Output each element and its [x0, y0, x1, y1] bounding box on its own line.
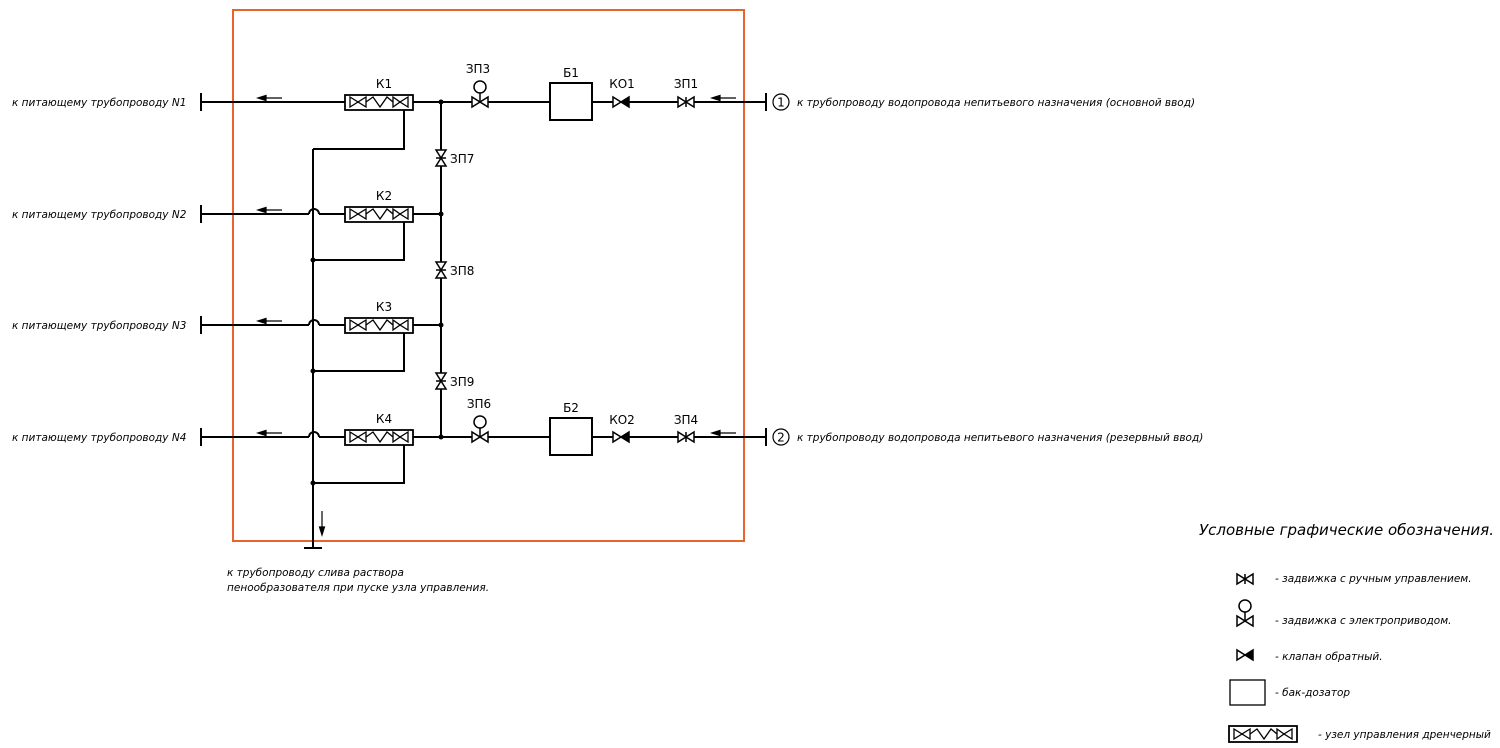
outlet-note-2: к питающему трубопроводу N2 [12, 209, 187, 221]
tank-b2 [549, 417, 593, 456]
legend-item-manual-valve: - задвижка с ручным управлением. [1275, 573, 1472, 585]
label-zp4: ЗП4 [674, 413, 698, 427]
drain-note-line2: пенообразователя при пуске узла управлен… [227, 582, 489, 594]
label-zp3: ЗП3 [466, 62, 490, 76]
outlet-note-3: к питающему трубопроводу N3 [12, 320, 186, 332]
unit-frame [232, 9, 745, 542]
label-k3: К3 [376, 300, 392, 314]
motor-valve-zp3 [471, 80, 489, 109]
inlet-2-marker [772, 428, 790, 446]
flow-arrows [255, 94, 736, 538]
legend-title: Условные графические обозначения. [1199, 521, 1494, 539]
legend-item-tank: - бак-дозатор [1275, 687, 1350, 699]
tank-b1 [549, 82, 593, 121]
control-unit-k4 [344, 429, 414, 446]
label-ko1: КО1 [609, 77, 635, 91]
manual-valve-zp8 [434, 261, 448, 279]
label-zp1: ЗП1 [674, 77, 698, 91]
motor-valve-zp6 [471, 415, 489, 444]
outlet-note-4: к питающему трубопроводу N4 [12, 432, 186, 444]
inlet-note-1: к трубопроводу водопровода непитьевого н… [797, 97, 1195, 109]
control-unit-k1 [344, 94, 414, 111]
label-zp7: ЗП7 [450, 152, 474, 166]
label-k4: К4 [376, 412, 392, 426]
legend-check-valve-icon [1236, 648, 1254, 662]
legend-item-check-valve: - клапан обратный. [1275, 651, 1383, 663]
check-valve-ko2 [612, 430, 630, 444]
inlet-1-number: 1 [777, 96, 785, 110]
legend-control-unit-icon [1228, 725, 1298, 743]
legend-motor-valve-icon [1236, 599, 1254, 628]
label-zp9: ЗП9 [450, 375, 474, 389]
control-unit-k2 [344, 206, 414, 223]
pipes [200, 93, 767, 549]
label-k2: К2 [376, 189, 392, 203]
control-unit-k3 [344, 317, 414, 334]
label-b2: Б2 [563, 401, 579, 415]
label-k1: К1 [376, 77, 392, 91]
label-zp6: ЗП6 [467, 397, 491, 411]
legend-item-motor-valve: - задвижка с электроприводом. [1275, 615, 1452, 627]
manual-valve-zp4 [677, 430, 695, 444]
inlet-note-2: к трубопроводу водопровода непитьевого н… [797, 432, 1203, 444]
inlet-1-marker [772, 93, 790, 111]
label-zp8: ЗП8 [450, 264, 474, 278]
manual-valve-zp7 [434, 149, 448, 167]
inlet-2-number: 2 [777, 431, 785, 445]
label-b1: Б1 [563, 66, 579, 80]
manual-valve-zp1 [677, 95, 695, 109]
legend-tank-icon [1229, 679, 1266, 706]
drain-note-line1: к трубопроводу слива раствора [227, 567, 404, 579]
label-ko2: КО2 [609, 413, 635, 427]
legend-item-control-unit: - узел управления дренчерный [1318, 729, 1491, 741]
manual-valve-zp9 [434, 372, 448, 390]
check-valve-ko1 [612, 95, 630, 109]
outlet-note-1: к питающему трубопроводу N1 [12, 97, 186, 109]
legend-manual-valve-icon [1236, 572, 1254, 586]
